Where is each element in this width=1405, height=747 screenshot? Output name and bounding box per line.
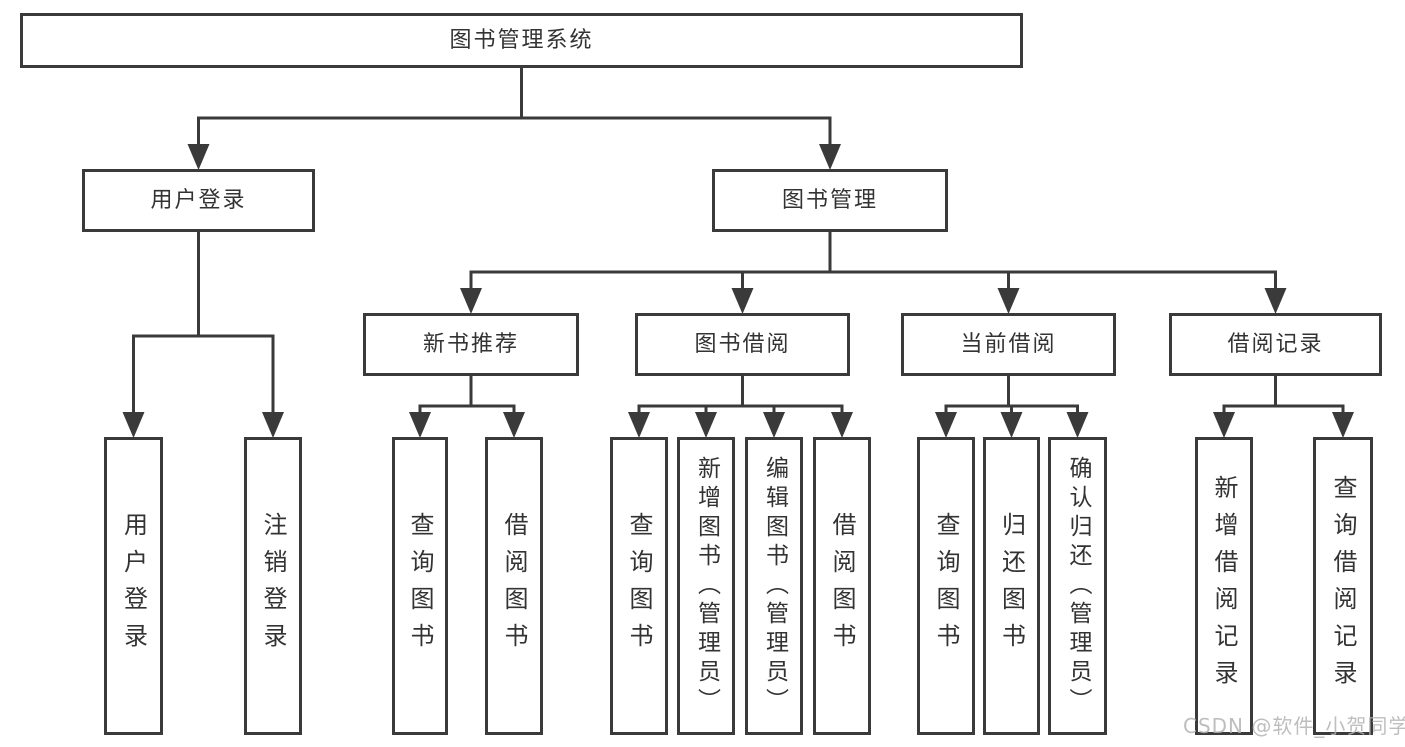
arrowhead-icon xyxy=(503,412,525,438)
node-label-leaf-cur-return: 归还图书 xyxy=(997,512,1026,660)
arrowhead-icon xyxy=(409,412,431,438)
watermark: CSDN @软件_小贺同学 xyxy=(1183,714,1405,738)
arrowhead-icon xyxy=(628,412,650,438)
node-leaf-cur-return: 归还图书 xyxy=(983,437,1040,735)
arrowhead-icon xyxy=(122,412,145,438)
node-label-leaf-records-query: 查询借阅记录 xyxy=(1329,475,1357,697)
arrowhead-icon xyxy=(262,412,284,438)
arrowhead-icon xyxy=(831,412,853,438)
node-label-new-book-rec: 新书推荐 xyxy=(422,331,519,357)
arrowhead-icon xyxy=(819,144,841,170)
node-leaf-borrow-edit: 编辑图书（管理员） xyxy=(745,437,803,735)
node-label-book-borrow: 图书借阅 xyxy=(694,331,791,357)
node-leaf-borrow-add: 新增图书（管理员） xyxy=(677,437,735,735)
node-label-leaf-borrow-query: 查询图书 xyxy=(625,512,653,660)
node-label-user-login: 用户登录 xyxy=(150,187,247,213)
node-leaf-newrec-borrow: 借阅图书 xyxy=(485,437,543,735)
node-label-leaf-borrow-borrow: 借阅图书 xyxy=(828,512,856,660)
arrowhead-icon xyxy=(997,288,1020,314)
node-leaf-records-add: 新增借阅记录 xyxy=(1195,437,1253,735)
node-label-leaf-records-add: 新增借阅记录 xyxy=(1210,475,1238,697)
node-leaf-borrow-borrow: 借阅图书 xyxy=(813,437,871,735)
arrowhead-icon xyxy=(187,144,210,170)
node-label-book-mgmt: 图书管理 xyxy=(781,187,878,213)
arrowhead-icon xyxy=(1264,288,1287,314)
node-leaf-borrow-query: 查询图书 xyxy=(610,437,668,735)
node-label-current-borrow: 当前借阅 xyxy=(960,331,1057,357)
node-leaf-cur-confirm: 确认归还（管理员） xyxy=(1048,437,1107,735)
arrowhead-icon xyxy=(460,288,482,314)
arrowhead-icon xyxy=(1332,412,1354,438)
node-book-borrow: 图书借阅 xyxy=(635,313,850,376)
node-label-leaf-borrow-add: 新增图书（管理员） xyxy=(693,455,720,717)
node-leaf-newrec-query: 查询图书 xyxy=(392,437,448,735)
node-leaf-cur-query: 查询图书 xyxy=(917,437,975,735)
arrowhead-icon xyxy=(1066,412,1089,438)
node-label-leaf-newrec-query: 查询图书 xyxy=(406,512,434,660)
node-label-leaf-newrec-borrow: 借阅图书 xyxy=(500,512,528,660)
node-label-leaf-borrow-edit: 编辑图书（管理员） xyxy=(761,455,788,717)
arrowhead-icon xyxy=(763,412,785,438)
node-label-borrow-records: 借阅记录 xyxy=(1227,331,1324,357)
node-label-leaf-cur-confirm: 确认归还（管理员） xyxy=(1065,455,1091,717)
node-leaf-logout: 注销登录 xyxy=(244,437,302,735)
node-borrow-records: 借阅记录 xyxy=(1169,313,1382,376)
arrowhead-icon xyxy=(1213,412,1235,438)
node-book-mgmt: 图书管理 xyxy=(712,169,948,232)
arrowhead-icon xyxy=(695,412,717,438)
node-user-login: 用户登录 xyxy=(82,169,315,232)
node-label-leaf-cur-query: 查询图书 xyxy=(932,512,960,660)
arrowhead-icon xyxy=(1000,412,1023,438)
node-label-root: 图书管理系统 xyxy=(449,27,594,53)
node-current-borrow: 当前借阅 xyxy=(901,313,1116,376)
node-label-leaf-logout: 注销登录 xyxy=(259,512,287,660)
node-new-book-rec: 新书推荐 xyxy=(363,313,579,376)
node-leaf-user-login: 用户登录 xyxy=(104,437,163,735)
node-label-leaf-user-login: 用户登录 xyxy=(119,512,148,660)
arrowhead-icon xyxy=(935,412,957,438)
node-root: 图书管理系统 xyxy=(20,13,1023,68)
arrowhead-icon xyxy=(731,288,754,314)
node-leaf-records-query: 查询借阅记录 xyxy=(1313,437,1373,735)
